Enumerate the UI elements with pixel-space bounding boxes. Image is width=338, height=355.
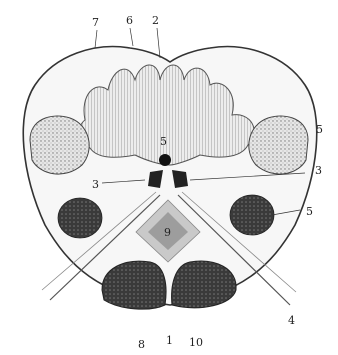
midline-dark-spot [159, 154, 171, 166]
label-2: 2 [152, 14, 159, 27]
bottom-right-lobe [172, 261, 237, 308]
label-10: 10 [189, 336, 203, 349]
leader-7 [95, 30, 97, 48]
right-round-nucleus [230, 195, 274, 235]
right-lateral-lobe [249, 116, 308, 174]
label-7: 7 [92, 16, 99, 29]
label-5-right-bottom: 5 [306, 205, 313, 218]
label-9-center: 9 [164, 226, 171, 239]
left-lateral-lobe [30, 116, 89, 174]
label-4: 4 [288, 314, 295, 327]
label-5-right-top: 5 [316, 123, 323, 136]
label-8: 8 [138, 338, 145, 351]
label-5-center: 5 [160, 135, 167, 148]
label-3-left: 3 [92, 178, 99, 191]
label-3-right: 3 [315, 164, 322, 177]
leader-6 [130, 28, 133, 46]
leader-2 [157, 28, 160, 58]
label-1: 1 [166, 334, 173, 347]
label-6: 6 [126, 14, 133, 27]
left-round-nucleus [58, 198, 102, 238]
